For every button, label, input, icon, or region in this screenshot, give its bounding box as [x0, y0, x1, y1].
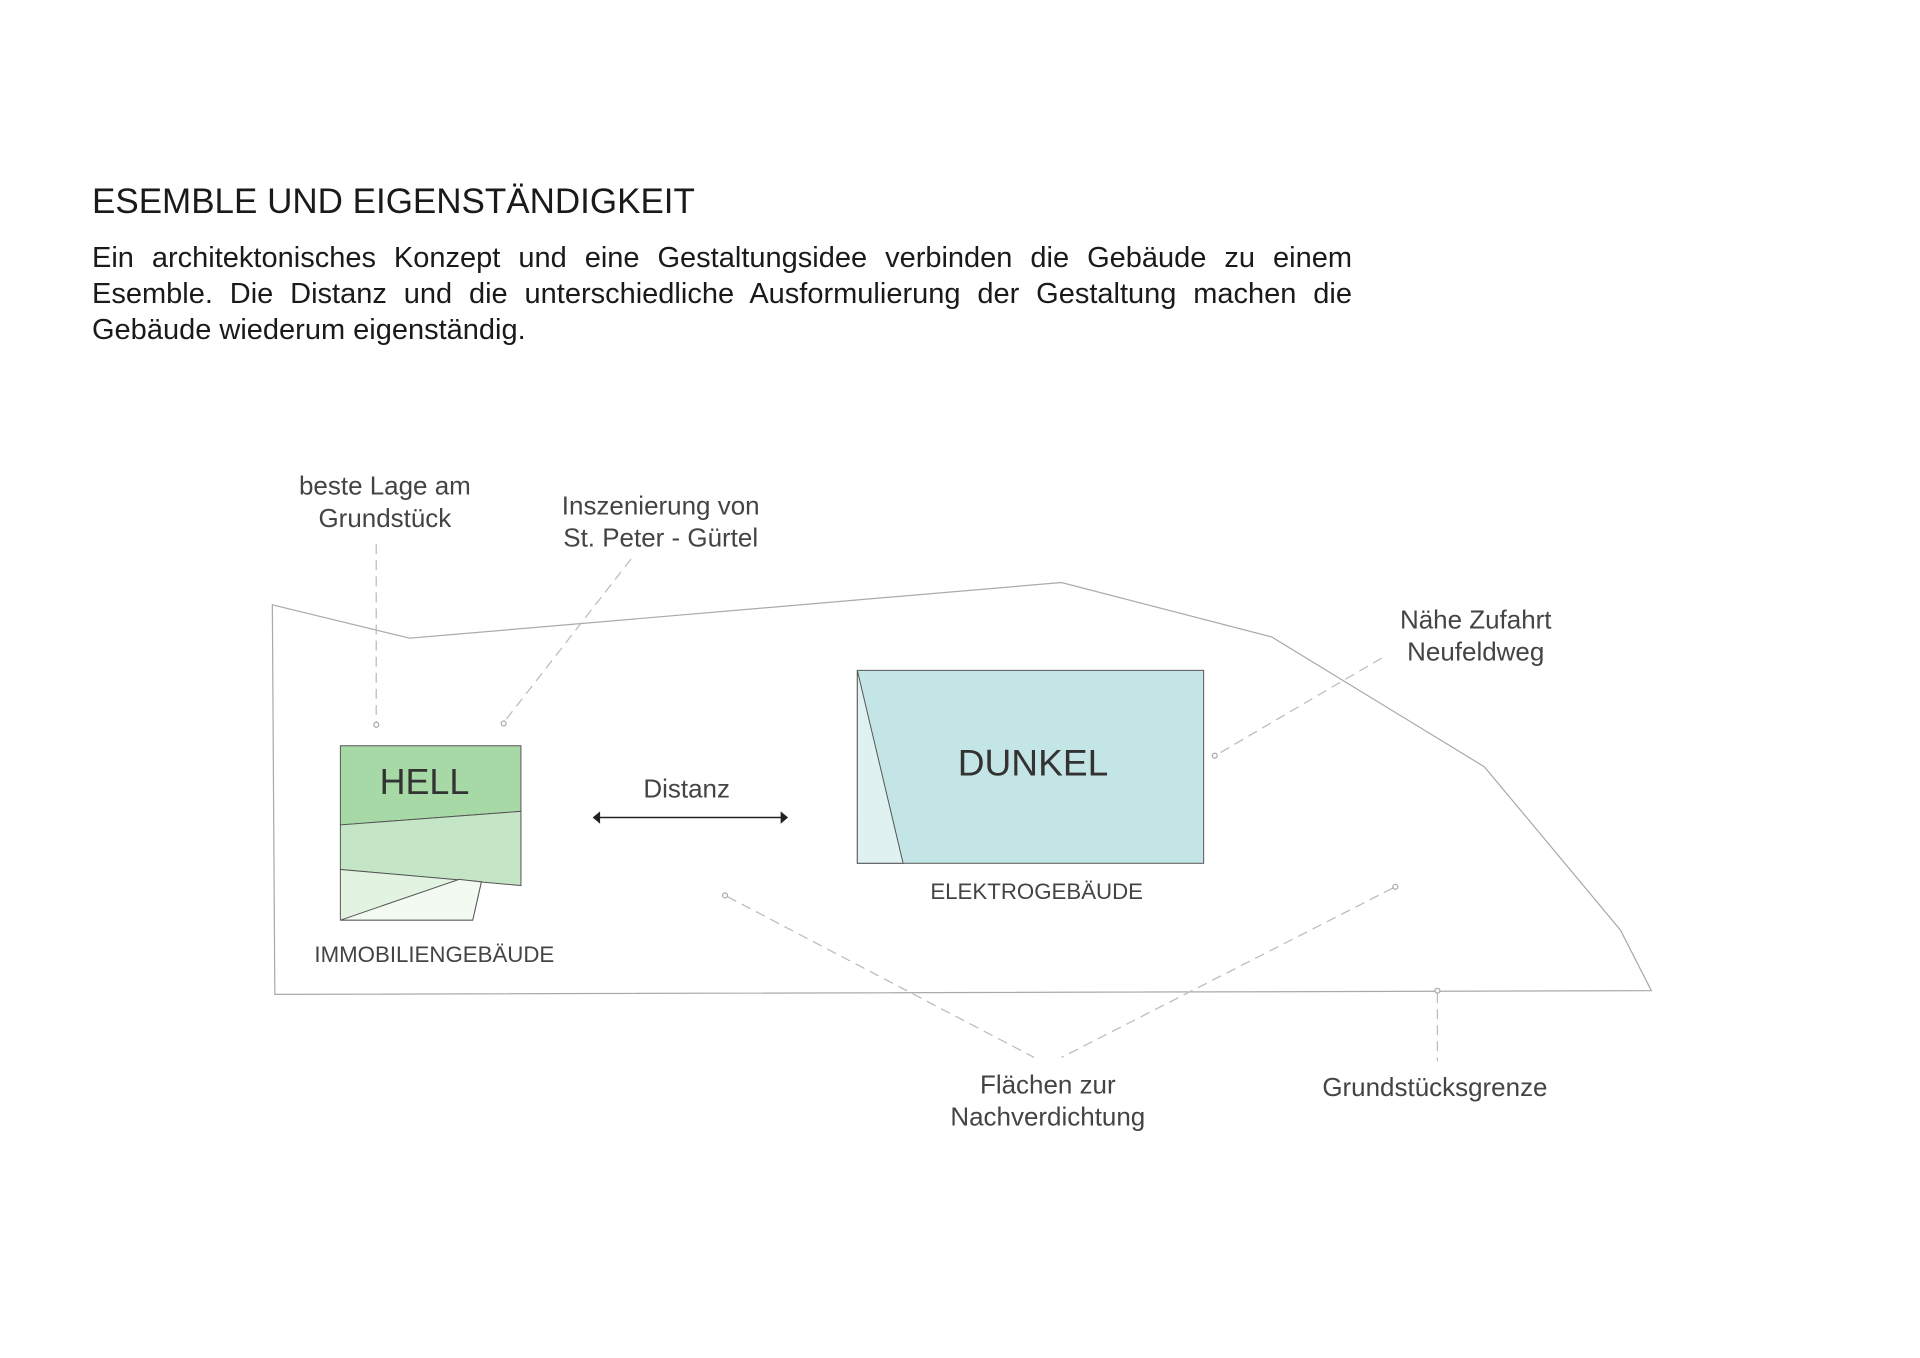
callout-zufahrt-2: Neufeldweg — [1407, 636, 1544, 666]
callout-inszenierung-1: Inszenierung von — [562, 491, 760, 521]
callout-flaechen-1: Flächen zur — [980, 1069, 1116, 1099]
hell-building: HELL — [339, 745, 522, 921]
page-title: ESEMBLE UND EIGENSTÄNDIGKEIT — [92, 182, 695, 221]
distance-arrow-icon — [592, 811, 789, 824]
callout-flaechen-2: Nachverdichtung — [950, 1101, 1145, 1131]
dunkel-building: DUNKEL — [856, 669, 1205, 864]
callout-beste-lage-1: beste Lage am — [299, 471, 471, 501]
elektro-caption: ELEKTROGEBÄUDE — [930, 879, 1143, 904]
callout-grenze: Grundstücksgrenze — [1322, 1072, 1547, 1102]
intro-paragraph: Ein architektonisches Konzept und eine G… — [92, 242, 1352, 346]
callout-zufahrt-1: Nähe Zufahrt — [1400, 604, 1552, 634]
callout-inszenierung-2: St. Peter - Gürtel — [563, 523, 758, 553]
distance-label: Distanz — [643, 774, 730, 804]
property-boundary — [271, 581, 1653, 996]
hell-label: HELL — [380, 762, 470, 802]
callout-beste-lage-2: Grundstück — [318, 503, 452, 533]
dunkel-label: DUNKEL — [958, 741, 1108, 783]
immobilien-caption: IMMOBILIENGEBÄUDE — [314, 942, 554, 967]
